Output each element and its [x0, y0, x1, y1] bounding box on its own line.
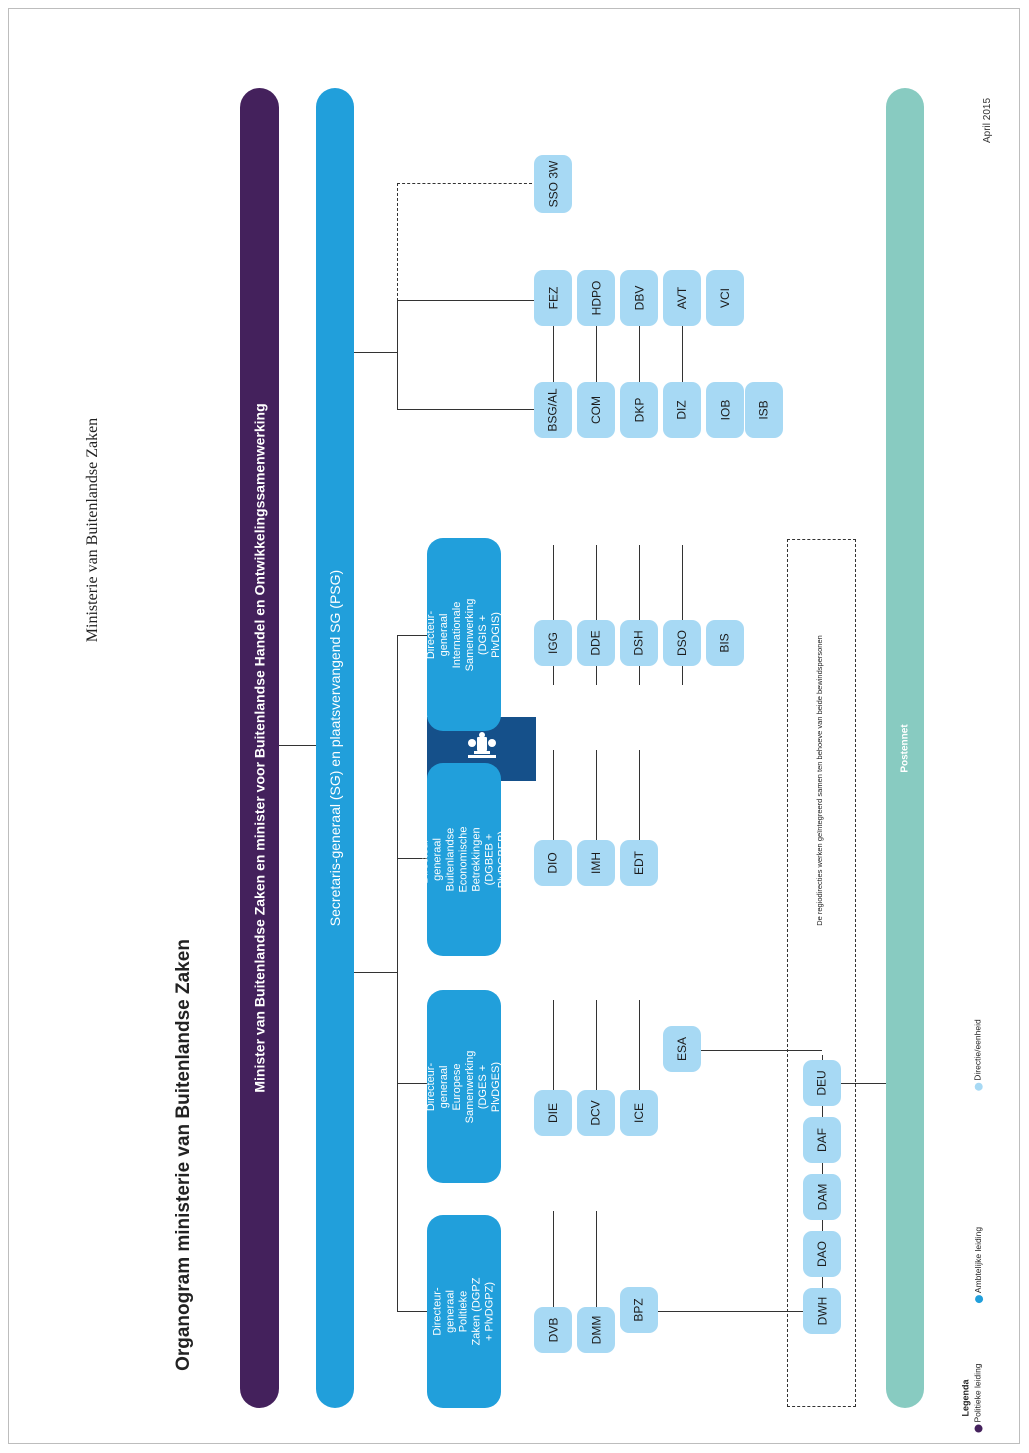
legend-title: Legenda — [960, 1378, 971, 1417]
unit-sso-3w[interactable]: SSO 3W — [534, 155, 572, 213]
unit-bis[interactable]: BIS — [706, 620, 744, 666]
legend-ambtelijke-leiding: Ambtelijke leiding — [972, 1220, 984, 1310]
dot-directie — [974, 1082, 983, 1091]
unit-dbv[interactable]: DBV — [620, 270, 658, 326]
page-title: Organogram ministerie van Buitenlandse Z… — [173, 939, 194, 1371]
unit-daf[interactable]: DAF — [803, 1117, 841, 1163]
unit-dsh[interactable]: DSH — [620, 620, 658, 666]
unit-diz[interactable]: DIZ — [663, 382, 701, 438]
unit-dam[interactable]: DAM — [803, 1174, 841, 1220]
unit-esa[interactable]: ESA — [663, 1026, 701, 1072]
unit-igg[interactable]: IGG — [534, 620, 572, 666]
unit-dio[interactable]: DIO — [534, 840, 572, 886]
legend-directie-eenheid: Directie/eenheid — [972, 1010, 984, 1100]
unit-hdpo[interactable]: HDPO — [577, 270, 615, 326]
dg-politieke-zaken[interactable]: Directeur-generaal Politieke Zaken (DGPZ… — [427, 1215, 501, 1408]
dg-internationale-samenwerking[interactable]: Directeur-generaal Internationale Samenw… — [425, 538, 502, 731]
unit-bsg-al[interactable]: BSG/AL — [534, 382, 572, 438]
unit-imh[interactable]: IMH — [577, 840, 615, 886]
unit-ice[interactable]: ICE — [620, 1090, 658, 1136]
regio-note: De regiodirecties werken geïntegreerd sa… — [814, 634, 824, 926]
legend-politieke-leiding: Politieke leiding — [972, 1355, 984, 1440]
legend: Legenda Politieke leiding — [958, 1355, 1018, 1440]
unit-fez[interactable]: FEZ — [534, 270, 572, 326]
dg-europese-samenwerking[interactable]: Directeur-generaal Europese Samenwerking… — [425, 990, 502, 1183]
unit-dkp[interactable]: DKP — [620, 382, 658, 438]
unit-dmm[interactable]: DMM — [577, 1307, 615, 1353]
unit-dvb[interactable]: DVB — [534, 1307, 572, 1353]
unit-iob[interactable]: IOB — [706, 382, 744, 438]
unit-avt[interactable]: AVT — [663, 270, 701, 326]
unit-dde[interactable]: DDE — [577, 620, 615, 666]
dot-ambtelijk — [974, 1295, 983, 1304]
unit-dwh[interactable]: DWH — [803, 1288, 841, 1334]
unit-deu[interactable]: DEU — [803, 1060, 841, 1106]
postennet-bar[interactable]: Postennet — [886, 88, 924, 1408]
unit-dso[interactable]: DSO — [663, 620, 701, 666]
unit-vci[interactable]: VCI — [706, 270, 744, 326]
unit-isb[interactable]: ISB — [745, 382, 783, 438]
unit-dao[interactable]: DAO — [803, 1231, 841, 1277]
unit-com[interactable]: COM — [577, 382, 615, 438]
dot-politiek — [974, 1424, 983, 1433]
ministry-name: Ministerie van Buitenlandse Zaken — [84, 417, 102, 643]
date-label: April 2015 — [982, 97, 994, 143]
minister-bar[interactable]: Minister van Buitenlandse Zaken en minis… — [240, 88, 279, 1408]
dg-buitenlandse-economische-betrekkingen[interactable]: Directeur-generaal Buitenlandse Economis… — [419, 763, 509, 956]
sg-bar[interactable]: Secretaris-generaal (SG) en plaatsvervan… — [316, 88, 354, 1408]
unit-dcv[interactable]: DCV — [577, 1090, 615, 1136]
unit-die[interactable]: DIE — [534, 1090, 572, 1136]
unit-edt[interactable]: EDT — [620, 840, 658, 886]
page-frame — [8, 8, 1020, 1444]
unit-bpz[interactable]: BPZ — [620, 1287, 658, 1333]
